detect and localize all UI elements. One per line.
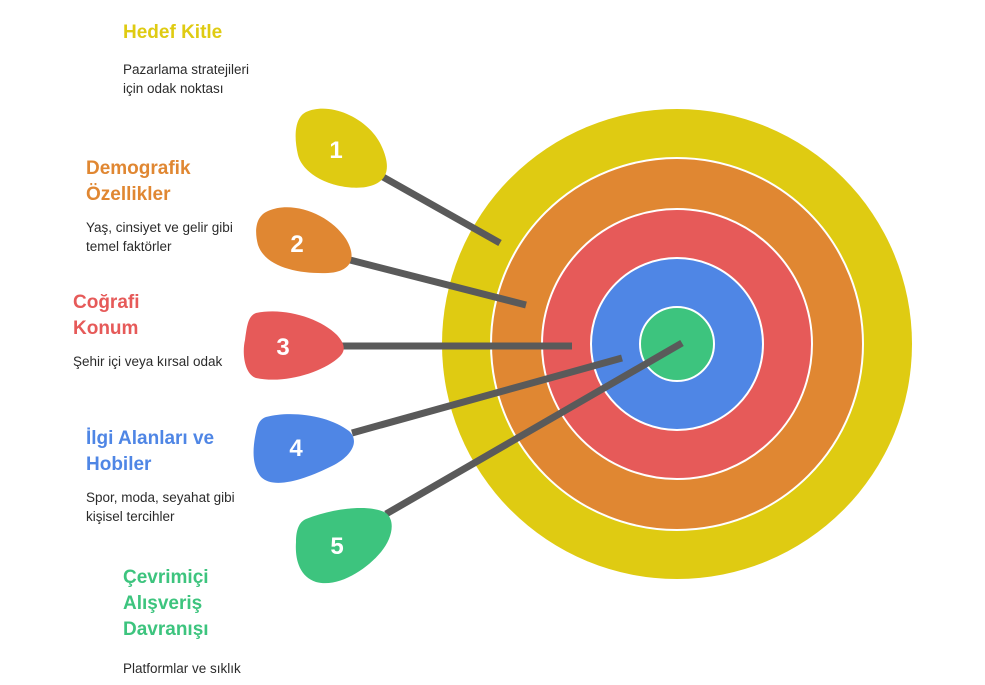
number-5: 5 [330, 533, 343, 560]
arrow-shaft-1 [381, 173, 502, 247]
label-2-title: Demografik Özellikler [86, 158, 191, 205]
arrow-head-1 [295, 108, 387, 188]
arrow-head-4 [253, 414, 354, 483]
label-3-title: Coğrafi Konum [73, 292, 140, 339]
arrow-heads [243, 108, 392, 584]
label-3: Coğrafi Konum Şehir içi veya kırsal odak [73, 290, 233, 371]
label-2: Demografik Özellikler Yaş, cinsiyet ve g… [86, 156, 261, 256]
label-5: Çevrimiçi Alışveriş Davranışı Platformla… [123, 565, 293, 678]
number-2: 2 [290, 231, 303, 258]
arrow-shaft-4 [351, 354, 623, 437]
arrow-shaft-2 [349, 256, 527, 309]
arrow-numbers: 1 2 3 4 5 [276, 137, 343, 560]
label-2-desc: Yaş, cinsiyet ve gelir gibi temel faktör… [86, 220, 233, 254]
arrow-head-2 [256, 207, 352, 274]
number-4: 4 [289, 435, 303, 462]
label-1-desc: Pazarlama stratejileri için odak noktası [123, 62, 250, 96]
arrow-head-5 [295, 508, 392, 584]
arrow-shaft-5 [384, 339, 684, 518]
label-1: Hedef Kitle Pazarlama stratejileri için … [123, 20, 283, 98]
arrow-shafts [340, 173, 684, 518]
label-1-title: Hedef Kitle [123, 22, 223, 43]
arrow-head-3 [243, 311, 344, 380]
label-4: İlgi Alanları ve Hobiler Spor, moda, sey… [86, 426, 261, 526]
label-4-title: İlgi Alanları ve Hobiler [86, 428, 215, 475]
number-3: 3 [276, 334, 289, 361]
label-4-desc: Spor, moda, seyahat gibi kişisel tercihl… [86, 490, 235, 524]
label-5-title: Çevrimiçi Alışveriş Davranışı [123, 567, 209, 640]
label-5-desc: Platformlar ve sıklık [123, 661, 241, 676]
label-3-desc: Şehir içi veya kırsal odak [73, 354, 223, 369]
number-1: 1 [329, 137, 342, 164]
